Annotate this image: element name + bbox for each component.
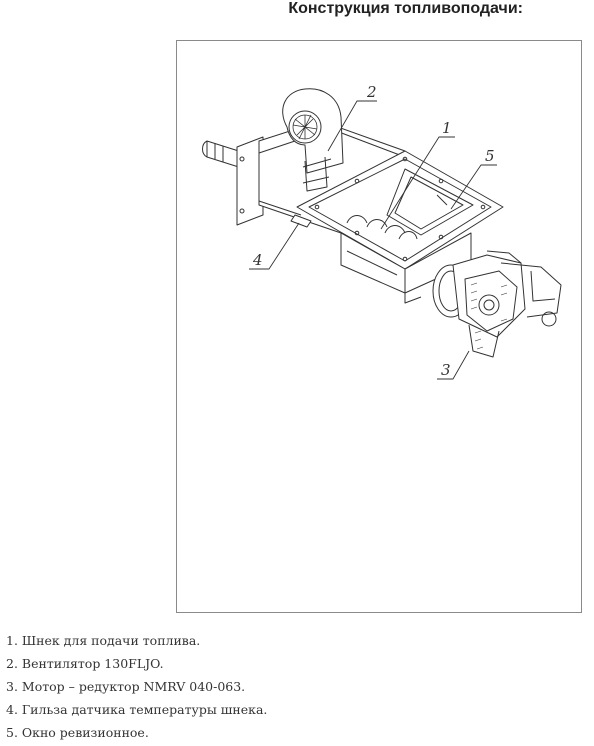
callout-2: 2: [366, 83, 377, 101]
fuel-feed-drawing: 1 2 3 4 5: [202, 83, 562, 380]
page-title-text: Конструкция топливоподачи:: [288, 0, 523, 17]
revision-window: [386, 168, 474, 236]
auger-screw: [346, 215, 418, 240]
drawing-frame: 1 2 3 4 5: [176, 40, 582, 613]
callout-5: 5: [485, 147, 495, 165]
legend-item: 4. Гильза датчика температуры шнека.: [6, 702, 268, 717]
callout-4: 4: [252, 251, 263, 269]
motor-reducer: [432, 250, 562, 358]
mounting-flange: [236, 136, 264, 226]
sensor-sleeve: [290, 214, 312, 228]
auger-shaft-end: [202, 140, 246, 170]
legend-item: 2. Вентилятор 130FLJO.: [6, 656, 164, 671]
fan-rotor-icon: [292, 114, 318, 140]
page-title: Конструкция топливоподачи:: [0, 0, 594, 18]
hopper-body: [340, 232, 472, 304]
callout-3: 3: [441, 361, 451, 379]
callout-1: 1: [442, 119, 452, 137]
leader-lines: [249, 100, 497, 380]
parts-legend: 1. Шнек для подачи топлива. 2. Вентилято…: [6, 629, 267, 744]
fan-assembly: [282, 88, 344, 192]
legend-item: 3. Мотор – редуктор NMRV 040-063.: [6, 679, 246, 694]
legend-item: 1. Шнек для подачи топлива.: [6, 633, 201, 648]
legend-item: 5. Окно ревизионное.: [6, 725, 149, 740]
